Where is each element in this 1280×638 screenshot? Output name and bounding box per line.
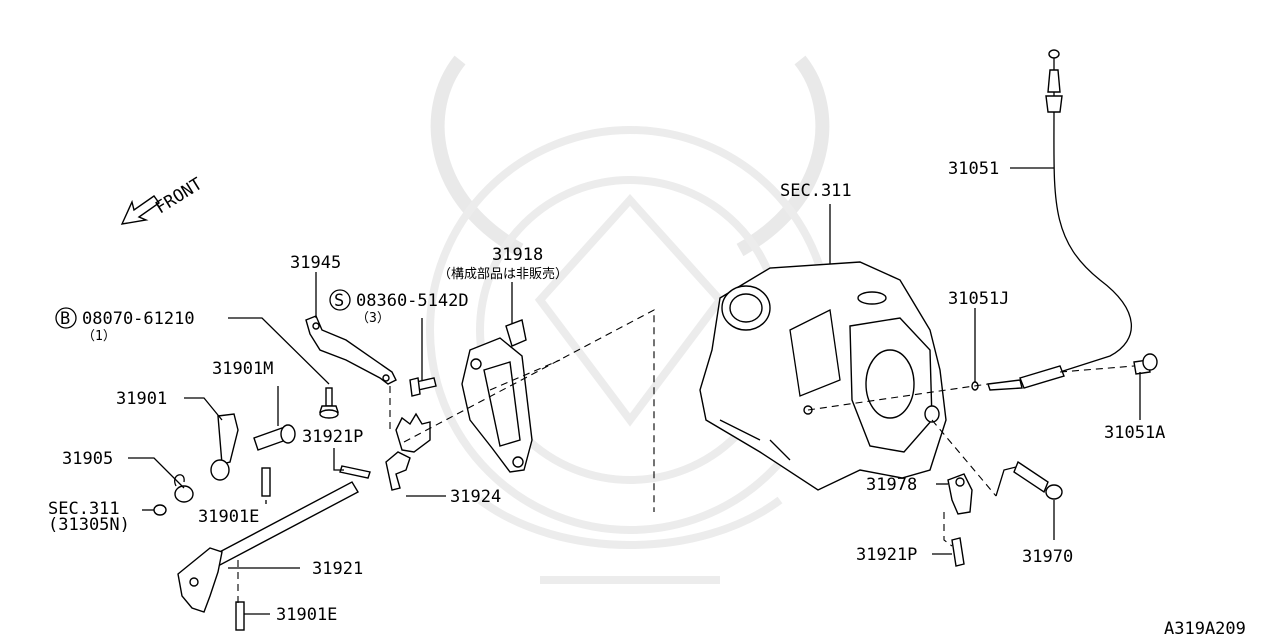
part-bolt-08070 <box>319 387 339 419</box>
part-31921p-pin <box>339 465 371 479</box>
callout-31905: 31905 <box>62 449 113 469</box>
callout-31051j: 31051J <box>948 289 1009 309</box>
callout-31051: 31051 <box>948 159 999 179</box>
diagram-code: A319A209 <box>1164 619 1246 638</box>
part-31305n-nut <box>153 504 167 516</box>
part-31901e-pin-a <box>261 467 271 497</box>
callout-31918-note: （構成部品は非販売） <box>438 266 568 282</box>
callout-31305n: (31305N) <box>48 515 130 535</box>
callout-sec311-b: SEC.311 <box>780 181 852 201</box>
callout-31921: 31921 <box>312 559 363 579</box>
alignment-line <box>1059 365 1135 373</box>
leader-lines <box>128 167 1141 615</box>
part-31901-lever <box>210 413 239 481</box>
front-label: FRONT <box>152 174 206 218</box>
svg-text:S: S <box>334 291 344 311</box>
part-31901e-pin-b <box>235 601 245 631</box>
alignment-line <box>403 309 655 512</box>
callout-31921p-b: 31921P <box>856 545 917 565</box>
callout-08360-qty: （3） <box>356 311 390 326</box>
callout-31901e-a: 31901E <box>198 507 259 527</box>
part-31905-spring <box>174 474 194 503</box>
part-31921p-pin-b <box>951 537 965 567</box>
part-detent-plate <box>395 412 431 453</box>
callout-31978: 31978 <box>866 475 917 495</box>
callout-31921p-a: 31921P <box>302 427 363 447</box>
callout-31051a: 31051A <box>1104 423 1165 443</box>
alignment-line <box>807 383 989 411</box>
symbol-b-icon: B <box>55 307 77 329</box>
callout-31970: 31970 <box>1022 547 1073 567</box>
callout-31945: 31945 <box>290 253 341 273</box>
callout-08070-61210: 08070-61210 <box>82 309 195 329</box>
alignment-line <box>931 419 997 497</box>
callout-31901e-b: 31901E <box>276 605 337 625</box>
part-screw-08360 <box>409 377 437 397</box>
front-arrow-icon <box>120 195 160 225</box>
part-31901m-bolt <box>253 424 296 451</box>
symbol-s-icon: S <box>329 289 351 311</box>
part-31924-lever <box>385 451 411 491</box>
part-31918-switch <box>461 319 533 473</box>
part-31978-lever <box>947 473 973 515</box>
part-31970-rod <box>995 460 1063 500</box>
callout-31924: 31924 <box>450 487 501 507</box>
part-transmission-case <box>699 261 947 491</box>
callout-08070-qty: （1） <box>82 329 116 344</box>
alignment-line <box>489 359 561 391</box>
part-31051-cable <box>987 49 1158 391</box>
alignment-line <box>943 512 953 547</box>
callout-31901m: 31901M <box>212 359 273 379</box>
callout-08360-5142d: 08360-5142D <box>356 291 469 311</box>
part-31945-bracket <box>305 315 397 385</box>
part-31921-shaft <box>177 481 359 613</box>
svg-text:B: B <box>60 309 70 329</box>
callout-31901: 31901 <box>116 389 167 409</box>
callout-31918: 31918 <box>492 245 543 265</box>
callout-sec311-a: SEC.311 <box>48 499 120 519</box>
